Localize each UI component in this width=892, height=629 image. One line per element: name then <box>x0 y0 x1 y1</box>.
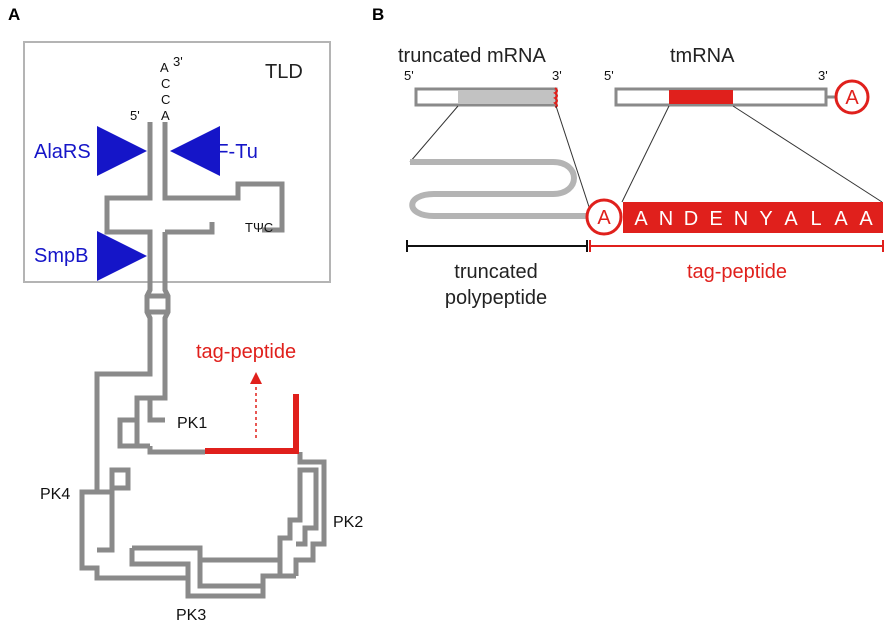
zoom-lines <box>409 105 883 217</box>
truncated-polypeptide-chain <box>409 159 588 219</box>
seq-letter: D <box>684 208 698 230</box>
pk4-label: PK4 <box>40 486 70 503</box>
tmrna-alanine-circle <box>834 79 870 115</box>
tag-peptide-label-b: tag-peptide <box>687 261 787 283</box>
truncated-polypeptide-bracket <box>406 240 588 252</box>
tmrna-alanine: A <box>845 87 859 109</box>
acca-a1: A <box>160 60 169 75</box>
panel-a-letter: A <box>8 5 20 24</box>
truncated-polypeptide-label-2: polypeptide <box>445 287 547 309</box>
tmrna-tag-region <box>669 90 733 104</box>
mrna-coding-region <box>458 90 554 104</box>
smpb-label: SmpB <box>34 245 88 267</box>
seq-letter: N <box>659 208 673 230</box>
pk1-label: PK1 <box>177 415 207 432</box>
pk3-label: PK3 <box>176 607 206 624</box>
seq-letter: A <box>784 208 798 230</box>
tld-box <box>23 41 331 283</box>
mrna-3-label: 3' <box>552 68 562 83</box>
five-prime-label: 5' <box>130 108 140 123</box>
tpsic-label: TΨC <box>245 220 273 235</box>
tag-coding-segment <box>205 394 299 454</box>
tmrna-structure <box>79 122 327 599</box>
mrna-5-label: 5' <box>404 68 414 83</box>
tag-sequence-box <box>623 202 883 233</box>
seq-letter: L <box>810 208 821 230</box>
tmrna-title: tmRNA <box>670 45 735 67</box>
seq-letter: E <box>709 208 722 230</box>
seq-letter: N <box>734 208 748 230</box>
tm-5-label: 5' <box>604 68 614 83</box>
seq-letter: A <box>634 208 648 230</box>
seq-letter: A <box>834 208 848 230</box>
tag-peptide-label-a: tag-peptide <box>196 341 296 363</box>
three-prime-label: 3' <box>173 54 183 69</box>
acca-c1: C <box>161 76 170 91</box>
seq-letter: Y <box>759 208 772 230</box>
junction-alanine-circle <box>585 198 623 236</box>
truncated-polypeptide-label-1: truncated <box>454 261 537 283</box>
tld-label: TLD <box>265 61 303 83</box>
eftu-label: EF-Tu <box>203 141 258 163</box>
alars-label: AlaRS <box>34 141 91 163</box>
truncated-mrna-title: truncated mRNA <box>398 45 546 67</box>
acca-a2: A <box>161 108 170 123</box>
junction-alanine: A <box>597 207 611 229</box>
panel-b-letter: B <box>372 5 384 24</box>
tm-3-label: 3' <box>818 68 828 83</box>
mrna-truncated-end <box>553 87 558 108</box>
tag-sequence-letters: A N D E N Y A L A A <box>634 208 873 230</box>
tag-peptide-bracket <box>589 240 884 252</box>
acca-c2: C <box>161 92 170 107</box>
seq-letter: A <box>859 208 873 230</box>
pk2-label: PK2 <box>333 514 363 531</box>
